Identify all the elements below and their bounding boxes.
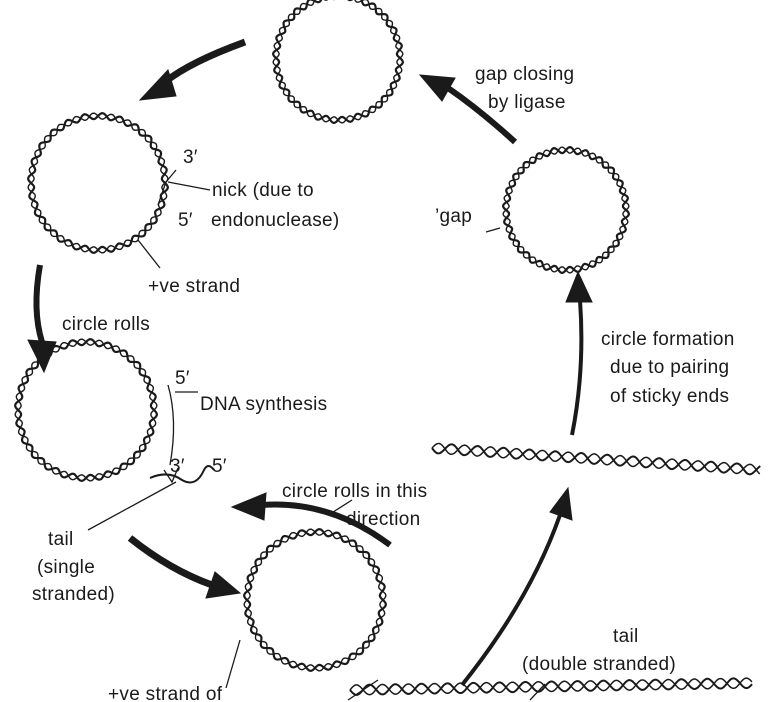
label-tail-double-line2: (double stranded): [522, 654, 676, 675]
label-circle-formation-line1: circle formation: [601, 329, 735, 350]
strand-a: [431, 443, 761, 476]
inner-strand: [272, 0, 404, 124]
single-stranded-tail: [149, 465, 215, 484]
arrow-top-to-first: [162, 38, 247, 85]
label-5prime-nick: 5′: [178, 210, 193, 231]
arrow-rolls-direction: [261, 501, 392, 548]
label-nick-line1: nick (due to: [212, 180, 314, 201]
inner-strand: [14, 338, 158, 482]
arrow-second-to-third: [127, 535, 214, 589]
nick-leader-line: [167, 181, 211, 191]
circle-top: [272, 0, 404, 124]
label-dna-synthesis: DNA synthesis: [200, 394, 327, 415]
arrow-top-to-first-head: [138, 69, 177, 101]
arrow-first-to-second-head: [27, 339, 57, 374]
inner-strand: [243, 528, 387, 672]
strand-a: [349, 677, 753, 696]
label-3prime-nick: 3′: [183, 147, 198, 168]
circle-nicked: [27, 112, 169, 254]
circle-synthesis: [14, 338, 158, 482]
arrow-rolls-direction-head: [230, 492, 267, 521]
label-rolls-direction-line1: circle rolls in this: [282, 481, 427, 502]
bottom-helix-leader: [347, 679, 379, 701]
label-5prime-synthesis: 5′: [175, 368, 190, 389]
arrow-gap-to-top-head: [418, 74, 456, 102]
outer-strand: [272, 0, 404, 124]
arrow-formation-up: [570, 299, 584, 436]
circle-gapped: [502, 146, 630, 274]
label-3prime-synthesis: 3′: [170, 456, 185, 477]
helix-bottom-tail: [349, 677, 753, 696]
labels: gap closing by ligase 3′ nick (due to 5′…: [32, 64, 735, 702]
outer-strand: [27, 112, 169, 254]
label-gap-closing-line1: gap closing: [475, 64, 574, 85]
label-plus-ve-strand: +ve strand: [148, 276, 240, 297]
label-tail-double-line1: tail: [613, 626, 639, 647]
label-tail-single-line3: stranded): [32, 584, 115, 605]
helix-circle-formation: [431, 442, 761, 476]
gap-leader: [485, 227, 501, 233]
plus-ve-strand-leader: [137, 239, 161, 269]
label-circle-rolls: circle rolls: [62, 314, 150, 335]
nick-mark-5prime: [157, 181, 167, 206]
outer-strand: [502, 146, 630, 274]
plus-ve-strand-bottom-leader: [225, 639, 241, 689]
label-tail-single-line2: (single: [37, 557, 95, 578]
synthesis-arrow-curve: [167, 384, 175, 466]
label-nick-line2: endonuclease): [211, 210, 340, 231]
label-rolls-direction-line2: direction: [346, 509, 421, 530]
label-5prime-tail: 5′: [212, 456, 227, 477]
tail-single-leader: [87, 481, 177, 531]
label-circle-formation-line2: due to pairing: [610, 357, 729, 378]
leader-lines: [87, 169, 546, 701]
rolls-label-leader: [329, 499, 353, 515]
arrow-formation-up-head: [565, 270, 593, 303]
nick-mark-3prime: [165, 169, 177, 183]
plasmid-circles: [14, 0, 630, 672]
cycle-arrows: [27, 38, 593, 687]
arrow-gap-to-top: [446, 85, 518, 145]
arrow-second-to-third-head: [205, 571, 242, 599]
label-tail-single-line1: tail: [48, 529, 74, 550]
circle-rolling: [243, 528, 387, 672]
strand-b: [349, 677, 753, 696]
inner-strand: [502, 146, 630, 274]
strand-b: [431, 442, 761, 475]
label-gap: ’gap: [435, 206, 472, 227]
label-circle-formation-line3: of sticky ends: [610, 386, 729, 407]
arrow-first-to-second: [33, 264, 45, 343]
double-stranded-tails: [349, 442, 761, 696]
inner-strand: [27, 112, 169, 254]
arrow-tail-up: [460, 514, 562, 687]
label-gap-closing-line2: by ligase: [488, 92, 566, 113]
outer-strand: [243, 528, 387, 672]
outer-strand: [14, 338, 158, 482]
arrow-tail-up-head: [549, 486, 573, 521]
label-plus-ve-strand-bottom: +ve strand of: [108, 684, 223, 702]
tail-double-leader: [529, 683, 546, 701]
